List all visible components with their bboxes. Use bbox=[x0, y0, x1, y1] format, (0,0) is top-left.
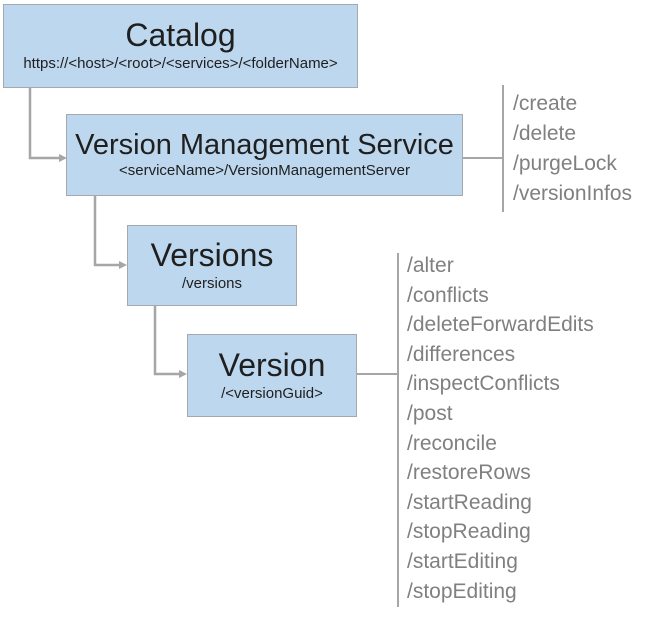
catalog-title: Catalog bbox=[125, 17, 236, 54]
operation-item: /create bbox=[513, 92, 578, 115]
operation-item: /stopReading bbox=[407, 520, 531, 544]
versions-title: Versions bbox=[150, 236, 274, 273]
operation-item: /purgeLock bbox=[513, 152, 617, 175]
operation-item: /inspectConflicts bbox=[407, 372, 560, 396]
node-version-management-service: Version Management Service <serviceName>… bbox=[66, 114, 463, 196]
service-url-template: <serviceName>/VersionManagementServer bbox=[119, 162, 410, 180]
operation-item: /differences bbox=[407, 342, 516, 366]
node-versions: Versions /versions bbox=[127, 225, 297, 306]
version-url-template: /<versionGuid> bbox=[221, 384, 323, 402]
operation-item: /stopEditing bbox=[407, 579, 517, 603]
operation-item: /restoreRows bbox=[407, 461, 531, 485]
node-version: Version /<versionGuid> bbox=[187, 334, 357, 417]
operation-item: /delete bbox=[513, 122, 577, 145]
operation-item: /alter bbox=[407, 254, 454, 277]
connector-service-to-versions bbox=[93, 196, 127, 269]
operation-item: /versionInfos bbox=[513, 182, 633, 205]
operation-item: /startEditing bbox=[407, 549, 518, 573]
service-title: Version Management Service bbox=[75, 129, 454, 162]
operation-item: /post bbox=[407, 401, 453, 425]
catalog-url-template: https://<host>/<root>/<services>/<folder… bbox=[23, 55, 338, 73]
connector-versions-to-version bbox=[153, 306, 187, 378]
node-catalog: Catalog https://<host>/<root>/<services>… bbox=[3, 4, 358, 88]
service-operations-list: /create /delete /purgeLock /versionInfos bbox=[513, 89, 632, 209]
operation-item: /startReading bbox=[407, 490, 532, 514]
operation-item: /conflicts bbox=[407, 283, 489, 307]
version-title: Version bbox=[218, 346, 326, 383]
operation-item: /reconcile bbox=[407, 431, 497, 455]
connector-catalog-to-service bbox=[28, 88, 67, 162]
versions-url-template: /versions bbox=[181, 274, 243, 292]
operation-item: /deleteForwardEdits bbox=[407, 313, 594, 337]
version-operations-list: /alter /conflicts /deleteForwardEdits /d… bbox=[407, 251, 594, 606]
